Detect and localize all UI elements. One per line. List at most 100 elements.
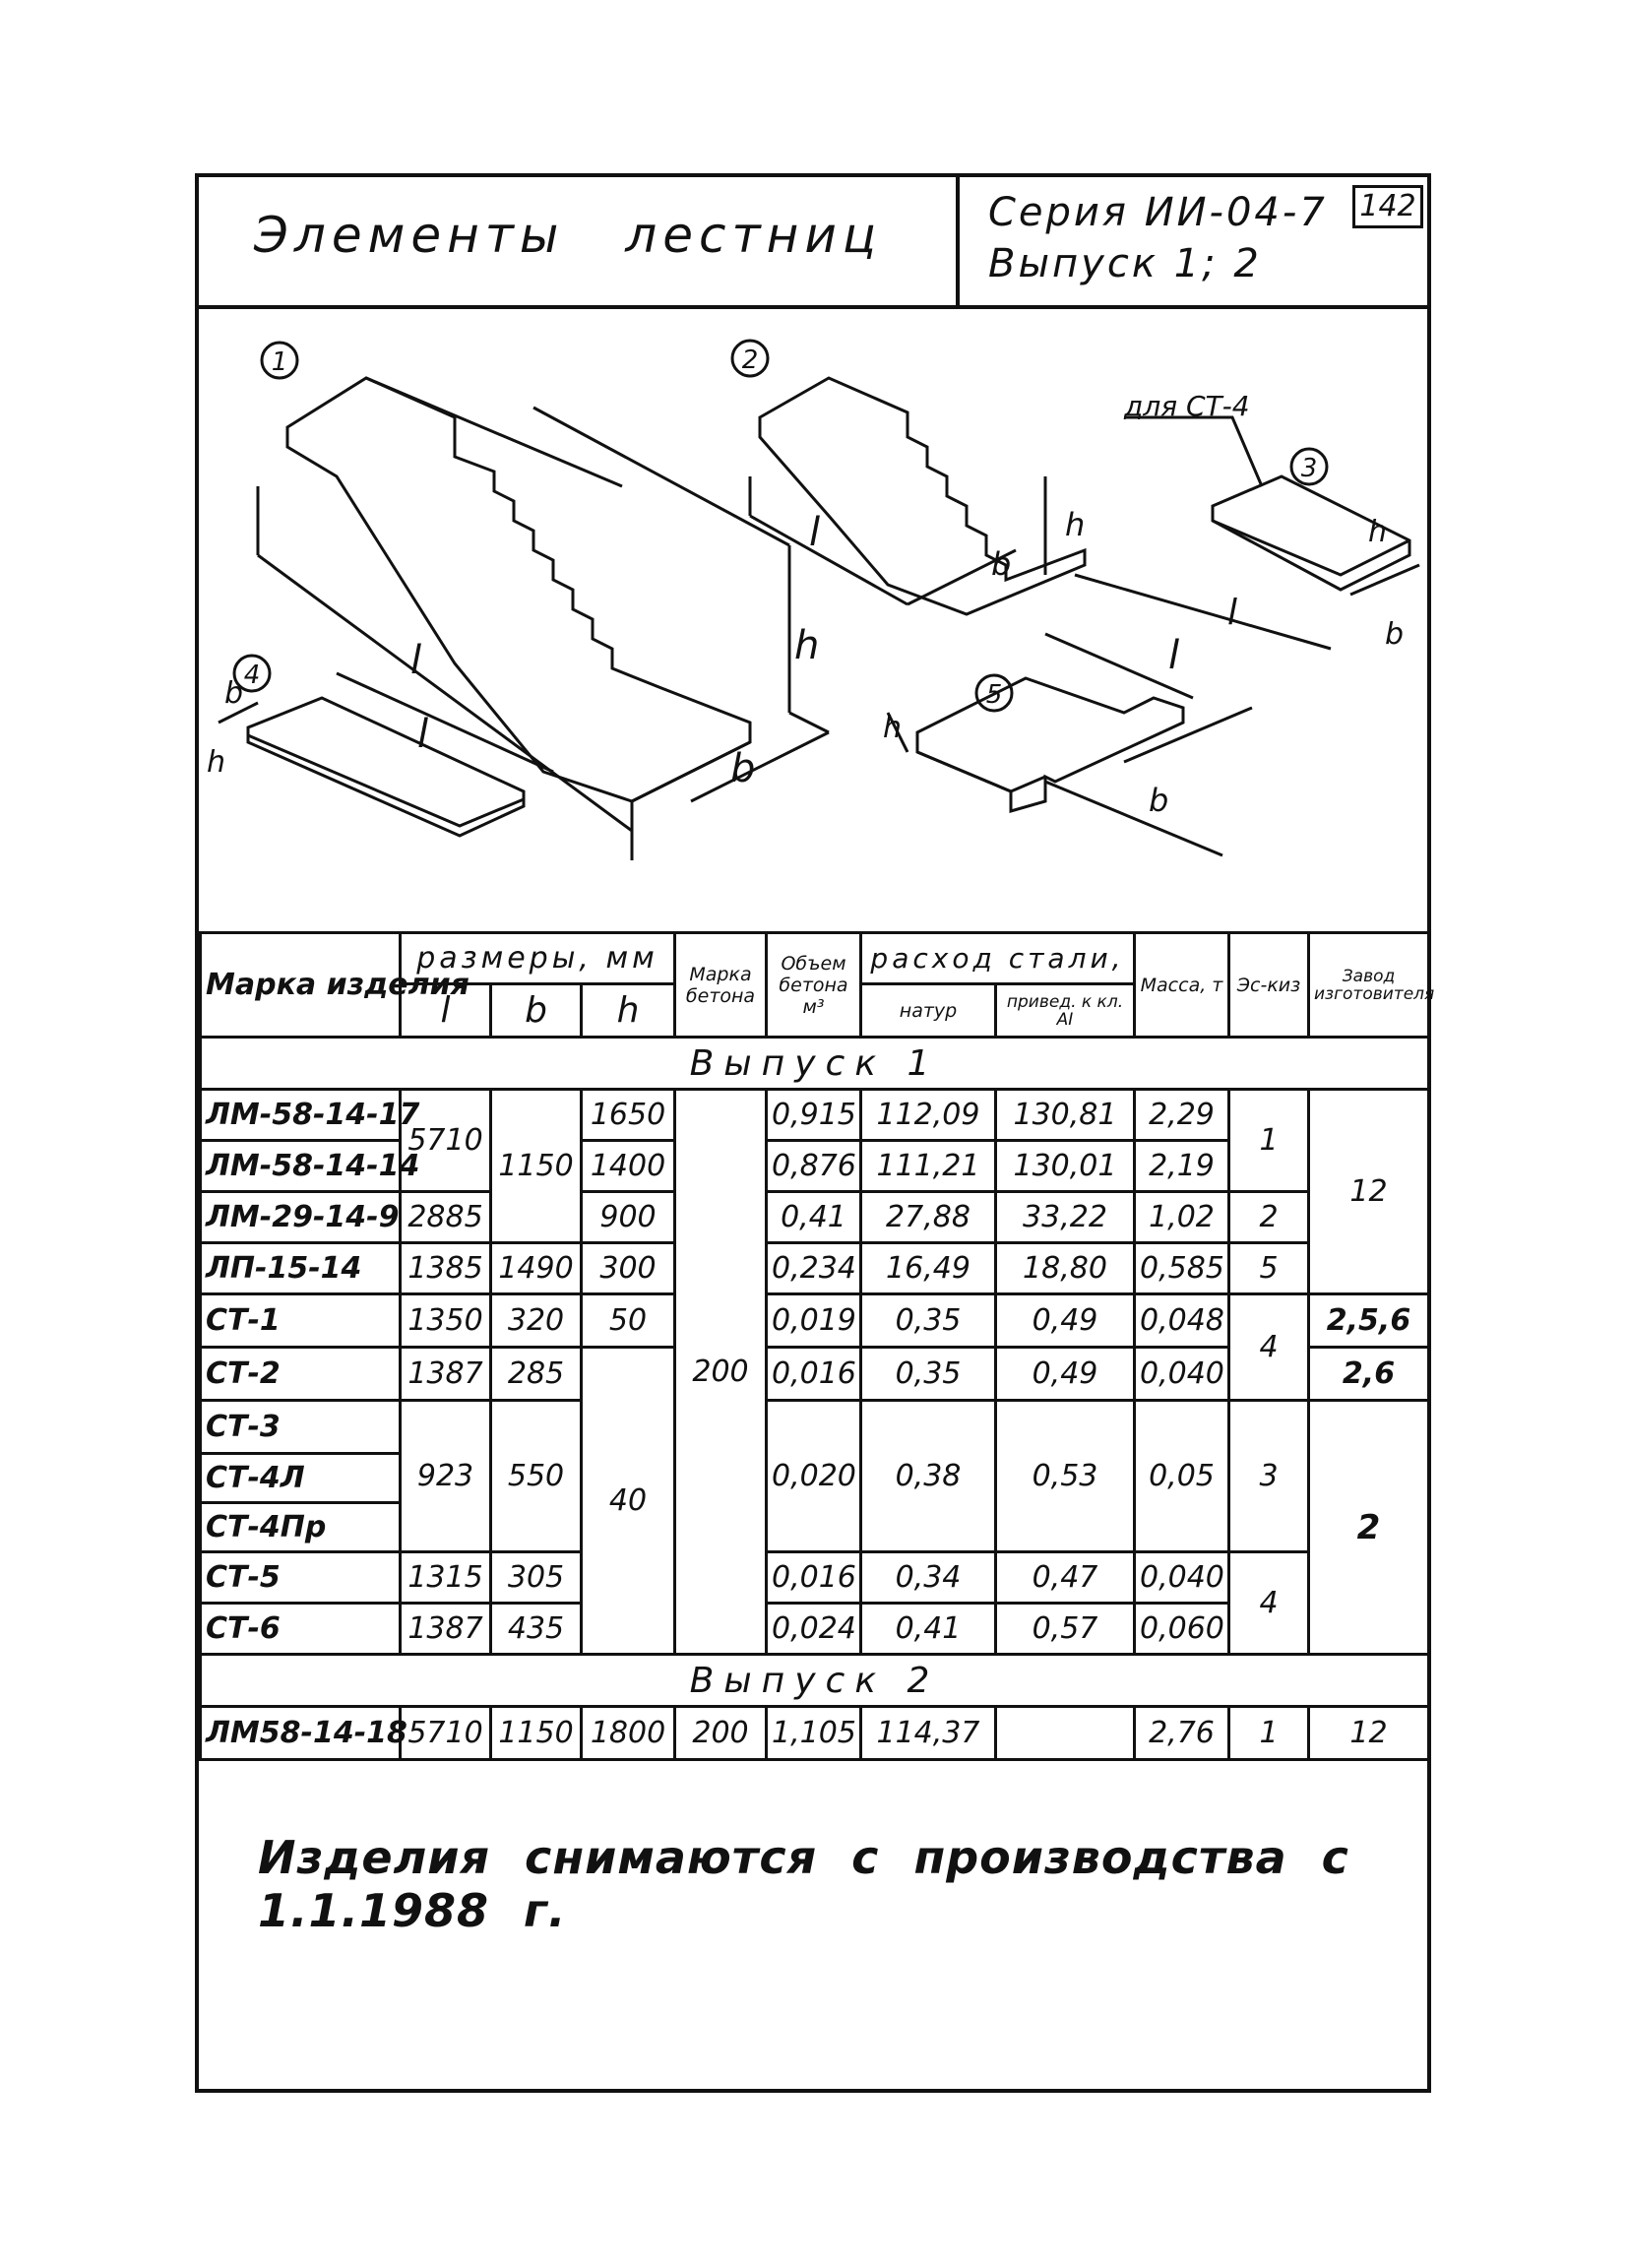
- cell-volume: 0,41: [765, 1190, 862, 1244]
- sketch-4-riser-slab: [218, 671, 554, 838]
- cell-natural: 111,21: [859, 1139, 997, 1193]
- table-row: СТ-5 1315 305 0,016 0,34 0,47 0,040 4: [199, 1550, 1429, 1656]
- dim-l-2: l: [809, 510, 820, 555]
- table-row: ЛП-15-14 1385 1490 300 0,234 16,49 18,80…: [199, 1241, 1429, 1295]
- cell-mass: 0,060: [1133, 1602, 1230, 1656]
- cell-h: 1800: [580, 1705, 676, 1761]
- col-factory: Завод изготовителя: [1307, 931, 1434, 1039]
- cell-mass: 0,048: [1133, 1292, 1230, 1349]
- cell-mass: 2,19: [1133, 1139, 1230, 1193]
- cell-factory: 2,5,6: [1307, 1292, 1430, 1349]
- callout-3: 3: [1301, 454, 1318, 483]
- cell-mark: ЛМ-58-14-17: [199, 1088, 419, 1142]
- series-code: Серия ИИ-04-7: [988, 190, 1328, 235]
- cell-l: 1350: [399, 1292, 492, 1349]
- callout-markers: 1 2 3 4 5: [232, 339, 1329, 713]
- discontinued-note: Изделия снимаются с производства с 1.1.1…: [258, 1831, 1349, 1937]
- cell-sketch: 1: [1227, 1705, 1310, 1761]
- callout-1: 1: [272, 347, 288, 377]
- cell-mark: ЛП-15-14: [199, 1241, 402, 1295]
- cell-l: 5710: [399, 1088, 492, 1193]
- dim-h-5: h: [883, 711, 902, 745]
- callout-4: 4: [244, 661, 261, 690]
- col-concrete-grade: Марка бетона: [673, 931, 768, 1039]
- cell-h: 1650: [580, 1088, 676, 1142]
- cell-mark: ЛМ58-14-18: [199, 1705, 407, 1761]
- note-label: для СТ-4: [1123, 390, 1250, 422]
- dim-h-4: h: [207, 745, 225, 780]
- table-header-row: Марка изделия размеры, мм Марка бетона О…: [199, 931, 1434, 1039]
- sketch-5-landing-slab: [886, 632, 1253, 857]
- table-row: ЛМ58-14-18 5710 1150 1800 200 1,105 114,…: [199, 1705, 1430, 1761]
- table-row: СТ-3 923 550 0,020 0,38 0,53 0,05 3 2: [199, 1399, 1430, 1656]
- section-issue-1: Выпуск 1: [199, 1036, 1430, 1091]
- cell-sketch: 4: [1227, 1292, 1310, 1402]
- cell-h: 1400: [580, 1139, 676, 1193]
- cell-volume: 0,016: [765, 1550, 862, 1605]
- cell-mark: СТ-6: [199, 1602, 402, 1656]
- cell-volume: 0,915: [765, 1088, 862, 1142]
- cell-b: 320: [489, 1292, 583, 1349]
- section-row: Выпуск 1: [199, 1036, 1430, 1091]
- cell-natural: 0,35: [859, 1292, 997, 1349]
- cell-b: 1490: [489, 1241, 583, 1295]
- dim-l-4: l: [417, 712, 428, 757]
- cell-b: 550: [489, 1399, 583, 1553]
- col-volume: Объем бетона м³: [765, 931, 862, 1039]
- cell-mark: СТ-3: [199, 1399, 402, 1455]
- cell-volume: 1,105: [765, 1705, 862, 1761]
- table-row: СТ-4Пр: [199, 1501, 1429, 1553]
- cell-natural: 0,35: [859, 1346, 997, 1402]
- section-row: Выпуск 2: [199, 1653, 1430, 1708]
- callout-3-circle: [1289, 447, 1329, 486]
- callout-4-circle: [232, 654, 272, 693]
- cell-natural: 112,09: [859, 1088, 997, 1142]
- dim-b-5: b: [1149, 782, 1168, 819]
- cell-b: 435: [489, 1602, 583, 1656]
- cell-l: 1385: [399, 1241, 492, 1295]
- col-mass: Масса, т: [1133, 931, 1230, 1039]
- cell-mass: 0,585: [1133, 1241, 1230, 1295]
- callout-2: 2: [742, 346, 759, 375]
- cell-reduced: 130,01: [994, 1139, 1136, 1193]
- cell-reduced: 130,81: [994, 1088, 1136, 1142]
- cell-natural: 114,37: [859, 1705, 997, 1761]
- cell-mark: СТ-1: [199, 1292, 402, 1349]
- title-block: Элементы лестниц Серия ИИ-04-7 Выпуск 1;…: [199, 177, 1427, 309]
- drawing-sheet: Элементы лестниц Серия ИИ-04-7 Выпуск 1;…: [195, 173, 1434, 2093]
- table-row: СТ-6 1387 435 0,024 0,41 0,57 0,060: [199, 1602, 1429, 1656]
- cell-natural: 0,38: [859, 1399, 997, 1553]
- cell-natural: 0,34: [859, 1550, 997, 1605]
- cell-l: 1387: [399, 1602, 492, 1656]
- cell-factory: 12: [1307, 1088, 1430, 1295]
- cell-natural: 27,88: [859, 1190, 997, 1244]
- cell-mass: 0,040: [1133, 1346, 1230, 1402]
- cell-mark: СТ-4Пр: [199, 1501, 402, 1553]
- cell-reduced: 18,80: [994, 1241, 1136, 1295]
- col-steel: расход стали,: [859, 931, 1136, 985]
- col-sketch: Эс-киз: [1227, 931, 1310, 1039]
- cell-mass: 2,76: [1133, 1705, 1230, 1761]
- cell-natural: 0,41: [859, 1602, 997, 1656]
- cell-h: 50: [580, 1292, 676, 1349]
- title-cell: Элементы лестниц: [199, 177, 960, 305]
- col-l: l: [399, 982, 492, 1039]
- cell-mark: СТ-5: [199, 1550, 402, 1605]
- dim-b-4: b: [224, 676, 243, 711]
- table-row: ЛМ-29-14-9 2885 900 0,41 27,88 33,22 1,0…: [199, 1190, 1429, 1244]
- page-number: 142: [1352, 185, 1423, 228]
- sketch-2-short-flight: [748, 376, 1087, 616]
- callout-1-circle: [260, 341, 299, 380]
- cell-mark: ЛМ-58-14-14: [199, 1139, 419, 1193]
- callout-2-circle: [730, 339, 770, 378]
- sheet-title: Элементы лестниц: [254, 207, 882, 264]
- table-row: ЛМ-58-14-14 1400 0,876 111,21 130,01 2,1…: [199, 1139, 1429, 1193]
- table-row: ЛМ-58-14-17 5710 1150 1650 200 0,915 112…: [199, 1088, 1430, 1656]
- cell-reduced: 33,22: [994, 1190, 1136, 1244]
- cell-natural: 16,49: [859, 1241, 997, 1295]
- issue-number: Выпуск 1; 2: [988, 241, 1262, 286]
- table-row: СТ-4Л: [199, 1452, 1429, 1504]
- cell-mark: СТ-2: [199, 1346, 402, 1402]
- cell-l: 1387: [399, 1346, 492, 1402]
- cell-concrete: 200: [673, 1088, 768, 1656]
